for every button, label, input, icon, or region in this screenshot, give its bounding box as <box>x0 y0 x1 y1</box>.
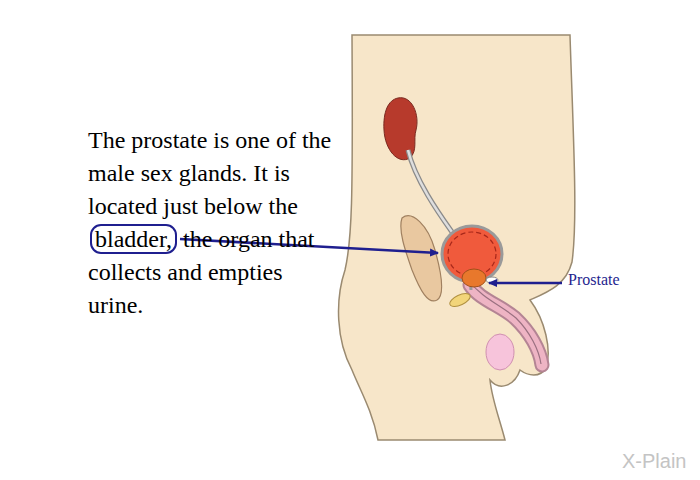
seminal-gland <box>448 291 472 309</box>
paragraph: The prostate is one of the male sex glan… <box>88 124 338 322</box>
kidney <box>384 98 417 160</box>
body-text: The prostate is one of the male sex glan… <box>88 127 331 219</box>
prostate <box>462 269 486 287</box>
watermark: X-Plain <box>622 450 686 473</box>
testis <box>486 334 514 370</box>
circled-word-text: bladder, <box>95 226 172 252</box>
prostate-leader <box>489 282 562 285</box>
part-label: Prostate <box>568 271 620 289</box>
rectum <box>401 216 442 301</box>
body-outline <box>339 35 575 440</box>
circled-word: bladder, <box>90 224 177 254</box>
